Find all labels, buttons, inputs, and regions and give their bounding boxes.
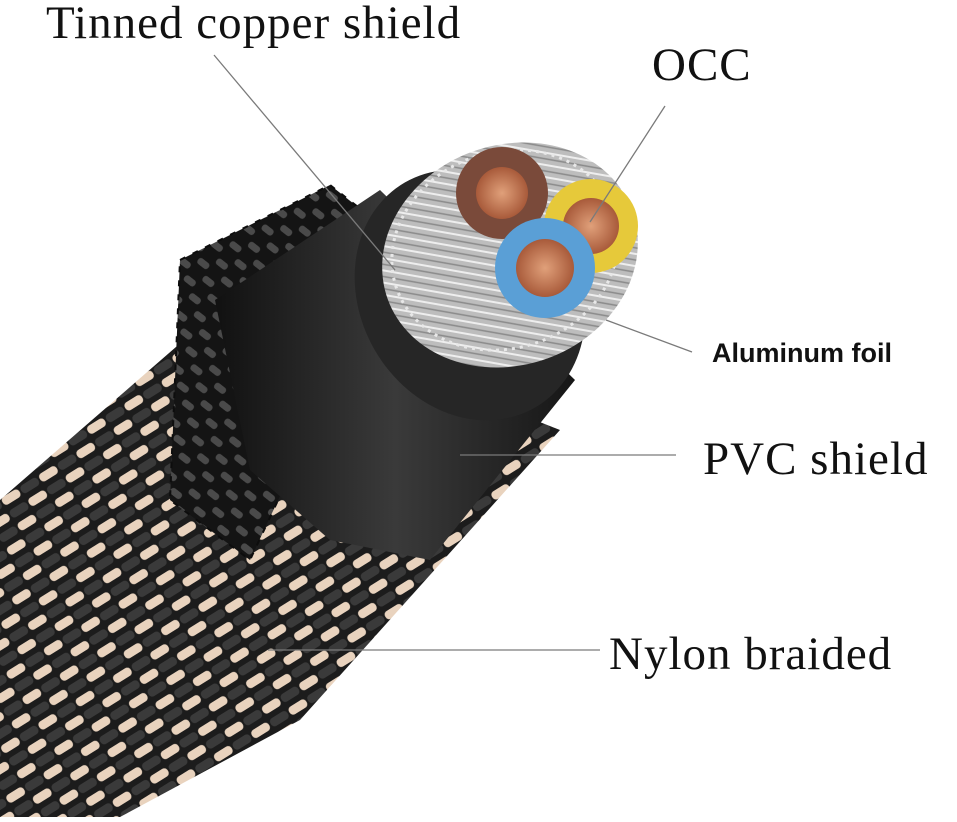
conductor-blue — [495, 218, 595, 318]
label-pvc-shield: PVC shield — [703, 433, 929, 485]
leader-line-tinned-copper-shield — [213, 54, 396, 271]
leader-lines — [213, 54, 693, 651]
label-aluminum-foil: Aluminum foil — [712, 338, 892, 368]
label-nylon-braided: Nylon braided — [609, 628, 893, 680]
label-occ: OCC — [652, 39, 752, 91]
conductor-brown — [456, 147, 548, 239]
leader-line-aluminum-foil — [605, 319, 693, 353]
label-tinned-copper-shield: Tinned copper shield — [46, 0, 462, 49]
leader-line-occ — [589, 105, 666, 223]
